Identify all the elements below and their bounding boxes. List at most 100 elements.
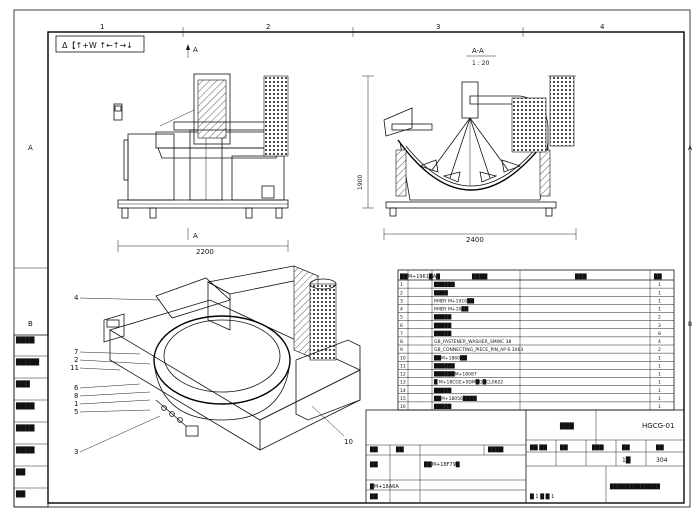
section-a-bottom: A	[193, 232, 198, 240]
bom-cell-qty: 4	[658, 339, 661, 345]
tb-design-value: ██M+18F79█	[423, 461, 460, 468]
bom-cell-part: RMBY M+1910██	[434, 297, 475, 304]
bom-cell-qty: 1	[658, 404, 661, 410]
bom-header-code: ██M+1961█A█	[399, 273, 440, 280]
strip-label-4: ████	[15, 402, 35, 410]
side-height-label: 1900	[357, 175, 364, 190]
bom-cell-index: 9	[400, 347, 403, 353]
outer-border	[13, 9, 691, 508]
bom-cell-qty: 1	[658, 372, 661, 378]
bom-cell-index: 1	[400, 282, 403, 288]
bom-cell-qty: 1	[658, 363, 661, 369]
title-block: ███ HGCG-01 ██ ██ ████ ██ ██ ██ ███ ██ █…	[365, 409, 685, 504]
tb-date-label: ██	[395, 446, 404, 453]
bom-cell-index: 4	[400, 307, 403, 313]
bom-cell-qty: 1	[658, 282, 661, 288]
bom-cell-part: GB_CONNECTING_PIECE_PIN_AP 6.3X63	[434, 347, 524, 353]
bom-cell-part: ██████	[433, 281, 455, 288]
grid-label-right-a: A	[688, 145, 693, 152]
tb-signature: ████	[487, 446, 504, 453]
bom-cell-part: ██M+18056████	[433, 395, 477, 402]
section-title: A-A	[472, 47, 484, 55]
strip-label-8: ██	[15, 490, 26, 498]
tb-material-value: 304	[656, 457, 668, 464]
bom-cell-index: 12	[400, 372, 406, 378]
tb-design-label: ██	[369, 461, 378, 468]
tb-drawing-no: HGCG-01	[642, 422, 674, 430]
leader-label-4: 4	[74, 294, 79, 302]
leader-label-11: 11	[70, 364, 79, 372]
bom-cell-part: █████	[433, 403, 452, 410]
grid-label-top-4: 4	[600, 23, 605, 31]
leader-label-3: 3	[74, 448, 78, 456]
bom-cell-qty: 3	[658, 323, 661, 329]
bom-cell-part: ██M+1860██	[433, 354, 467, 361]
leader-lines: 4 7 2 11 6 8 1 5 3 10	[70, 294, 353, 456]
leader-label-7: 7	[74, 348, 78, 356]
front-width-label: 2200	[196, 248, 214, 256]
bom-cell-part: █████	[433, 314, 452, 321]
section-a-top: A	[193, 46, 198, 54]
bom-cell-qty: 1	[658, 355, 661, 361]
tb-std-label: ███	[591, 444, 604, 451]
strip-label-2: █████	[15, 358, 39, 366]
bom-cell-index: 14	[400, 388, 406, 394]
tb-approve-value: █M+18A6A	[369, 483, 399, 490]
left-revision-strip: ████ █████ ███ ████ ████ ████ ██ ██	[13, 334, 49, 508]
isometric-view	[103, 265, 361, 451]
leader-label-6: 6	[74, 384, 79, 392]
strip-label-6: ████	[15, 446, 35, 454]
bom-cell-qty: 1	[658, 307, 661, 313]
strip-label-5: ████	[15, 424, 35, 432]
bom-cell-part: GB_FASTENER_WASHER_SMWC 38	[434, 339, 511, 345]
front-width-dimension: 2200	[117, 240, 289, 256]
tb-scale-label: ██ ██	[529, 444, 547, 451]
bom-cell-part: RMBY M+10██	[434, 306, 469, 313]
leader-label-10: 10	[344, 438, 353, 446]
note-box	[55, 35, 145, 53]
tb-name-label: ███	[559, 422, 574, 430]
bom-header-desc: ███	[574, 273, 587, 280]
tb-qty-label: ██	[621, 444, 630, 451]
bom-cell-qty: 2	[658, 347, 661, 353]
side-dimensions: 1900 2400	[357, 75, 577, 244]
bom-cell-qty: 8	[658, 331, 661, 337]
tb-material-label: ██	[655, 444, 664, 451]
leader-label-1: 1	[74, 400, 78, 408]
grid-label-top-2: 2	[266, 23, 270, 31]
tb-code-label: ██	[559, 444, 568, 451]
bom-cell-index: 2	[400, 290, 403, 296]
bom-cell-part: █████	[433, 330, 452, 337]
bom-cell-index: 3	[400, 298, 403, 304]
grid-marks-top: 1 2 3 4 A B A B	[14, 23, 693, 328]
bom-cell-index: 8	[400, 339, 403, 345]
front-view: A A	[113, 44, 289, 240]
leader-label-8: 8	[74, 392, 78, 400]
bom-cell-index: 13	[400, 380, 406, 386]
bom-cell-part: █ M+18CGE+0DM█D█CL0622	[433, 379, 503, 386]
bom-cell-part: █████	[433, 387, 452, 394]
bom-cell-index: 7	[400, 331, 403, 337]
top-note: Δ【↑+W ↑←↑→↓	[62, 41, 133, 50]
bom-cell-index: 15	[400, 396, 406, 402]
tb-qty-value: 1█	[622, 456, 631, 464]
grid-label-left-a: A	[28, 144, 33, 152]
bom-cell-index: 5	[400, 315, 403, 321]
side-section-view: A-A 1 : 20	[383, 47, 576, 217]
bom-cell-index: 11	[400, 363, 406, 369]
grid-label-top-1: 1	[100, 23, 104, 31]
strip-label-1: ████	[15, 336, 35, 344]
bom-cell-part: ██████M+18087	[433, 371, 477, 378]
bom-cell-qty: 1	[658, 380, 661, 386]
tb-sheets: █ 1 █ █ 1	[529, 493, 554, 500]
grid-label-right-b: B	[688, 321, 692, 328]
strip-label-3: ███	[15, 380, 30, 388]
strip-label-7: ██	[15, 468, 26, 476]
grid-label-top-3: 3	[436, 23, 440, 31]
bom-cell-qty: 1	[658, 396, 661, 402]
tb-rev-label: ██	[369, 446, 378, 453]
